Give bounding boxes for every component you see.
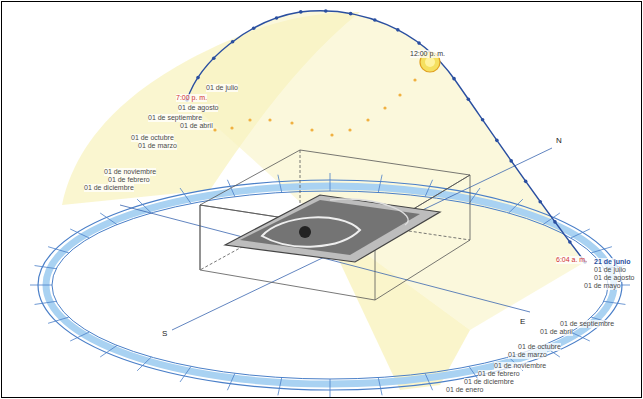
compass-tick: [35, 266, 57, 269]
hour-dot: [373, 18, 377, 22]
compass-tick: [571, 229, 590, 238]
date-label: 01 de diciembre: [84, 184, 134, 192]
compass-tick: [425, 180, 433, 197]
date-label: 01 de septiembre: [148, 114, 202, 122]
hour-dot: [299, 10, 303, 14]
date-label: 01 de agosto: [594, 274, 634, 282]
hour-dot: [275, 16, 279, 20]
date-label: 01 de diciembre: [464, 378, 514, 386]
hour-dot: [212, 56, 216, 60]
hour-dot: [509, 159, 513, 163]
date-label: 01 de noviembre: [104, 168, 156, 176]
compass-tick: [70, 332, 89, 341]
hour-dot: [467, 97, 471, 101]
compass-ticks: [30, 173, 630, 397]
analemma-dots: [213, 78, 416, 136]
hour-dot: [568, 240, 572, 244]
compass-tick: [180, 188, 191, 204]
date-label: 01 de mayo: [584, 282, 621, 290]
building-box: [200, 150, 470, 300]
date-label: 01 de febrero: [108, 176, 150, 184]
time-label: 12:00 p. m.: [410, 50, 445, 58]
compass-tick: [30, 285, 52, 286]
compass-tick: [330, 173, 331, 191]
date-label: 21 de junio: [594, 258, 631, 266]
date-label: 01 de marzo: [508, 351, 547, 359]
hour-dot: [481, 118, 485, 122]
hour-dot: [538, 200, 542, 204]
compass-tick: [180, 366, 191, 382]
compass-tick: [425, 373, 433, 390]
date-label: 01 de octubre: [518, 343, 561, 351]
hour-dot: [196, 76, 200, 80]
hour-dot: [553, 220, 557, 224]
date-label: 01 de agosto: [178, 104, 218, 112]
time-label: 7:00 p. m.: [176, 94, 207, 102]
building-model: [225, 195, 440, 262]
hour-dot: [452, 77, 456, 81]
hour-dot: [324, 9, 328, 13]
compass-letter: N: [556, 137, 562, 145]
compass-tick: [543, 213, 560, 225]
compass-letter: E: [520, 318, 525, 326]
compass-tick: [48, 247, 69, 253]
compass-tick: [378, 175, 382, 193]
hour-dot: [252, 26, 256, 30]
compass-tick: [278, 378, 282, 396]
compass-tick: [137, 357, 151, 371]
compass-tick: [70, 229, 89, 238]
sun-path-dots: [185, 9, 587, 264]
date-label: 01 de febrero: [478, 370, 520, 378]
hour-dot: [396, 28, 400, 32]
compass-tick: [48, 317, 69, 323]
date-label: 01 de enero: [446, 386, 483, 394]
date-label: 01 de julio: [594, 266, 626, 274]
compass-tick: [100, 345, 117, 357]
compass-ring-band: [46, 186, 614, 384]
compass-letter: S: [162, 330, 167, 338]
compass-tick: [469, 188, 480, 204]
date-label: 01 de marzo: [138, 142, 177, 150]
compass-tick: [35, 301, 57, 304]
compass-tick: [604, 301, 626, 304]
date-label: 01 de abril: [180, 122, 213, 130]
hour-dot: [524, 180, 528, 184]
compass-tick: [571, 332, 590, 341]
sun-core: [425, 57, 435, 67]
sun-path: [187, 11, 585, 262]
compass-tick: [278, 175, 282, 193]
compass-tick: [509, 199, 523, 213]
date-label: 01 de julio: [206, 84, 238, 92]
compass-tick: [330, 379, 331, 397]
hour-dot: [349, 12, 353, 16]
hour-dot: [231, 40, 235, 44]
date-label: 01 de octubre: [131, 134, 174, 142]
compass-tick: [591, 247, 612, 253]
compass-tick: [227, 373, 235, 390]
hour-dot: [417, 41, 421, 45]
compass-tick: [378, 378, 382, 396]
time-label: 6:04 a. m.: [556, 256, 587, 264]
date-label: 01 de noviembre: [494, 362, 546, 370]
compass-ring-outer: [38, 180, 622, 390]
compass-ring-inner: [52, 191, 608, 379]
hour-dot: [495, 139, 499, 143]
date-label: 01 de septiembre: [560, 320, 614, 328]
date-label: 01 de abril: [540, 328, 573, 336]
compass-tick: [100, 213, 117, 225]
